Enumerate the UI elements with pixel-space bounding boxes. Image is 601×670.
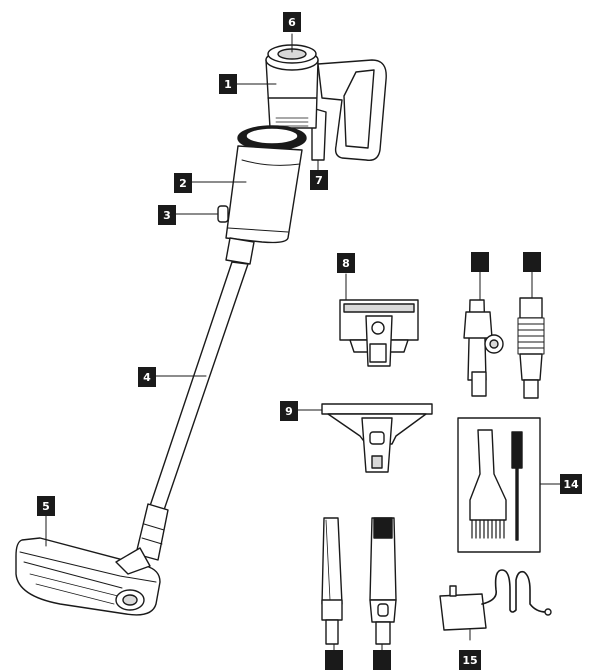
crevice-tool <box>321 517 343 645</box>
handle <box>317 59 387 161</box>
extension-tube <box>149 261 249 511</box>
dust-cup <box>225 145 303 244</box>
floor-head <box>15 537 161 616</box>
cleaning-brush <box>469 429 523 541</box>
wide-nozzle <box>321 403 433 473</box>
flexible-hose <box>517 297 545 399</box>
callout-1: 1 <box>219 74 237 94</box>
callout-15: 15 <box>459 650 481 670</box>
adapter <box>463 299 504 397</box>
callout-9: 9 <box>280 401 298 421</box>
charger <box>439 569 552 631</box>
mini-motor-brush <box>339 299 419 367</box>
upholstery-tool <box>369 517 397 645</box>
callout-unnumbered-hose <box>523 252 541 272</box>
callout-5: 5 <box>37 496 55 516</box>
filter-ring <box>237 125 307 151</box>
tube-neck <box>225 237 255 265</box>
callout-unnumbered-upholstery <box>373 650 391 670</box>
callout-8: 8 <box>337 253 355 273</box>
callout-7: 7 <box>310 170 328 190</box>
release-button <box>217 205 229 223</box>
callout-unnumbered-crevice <box>325 650 343 670</box>
callout-unnumbered-adapter <box>471 252 489 272</box>
callout-6: 6 <box>283 12 301 32</box>
callout-14: 14 <box>560 474 582 494</box>
callout-2: 2 <box>174 173 192 193</box>
tube-connector <box>135 503 169 561</box>
callout-4: 4 <box>138 367 156 387</box>
callout-3: 3 <box>158 205 176 225</box>
